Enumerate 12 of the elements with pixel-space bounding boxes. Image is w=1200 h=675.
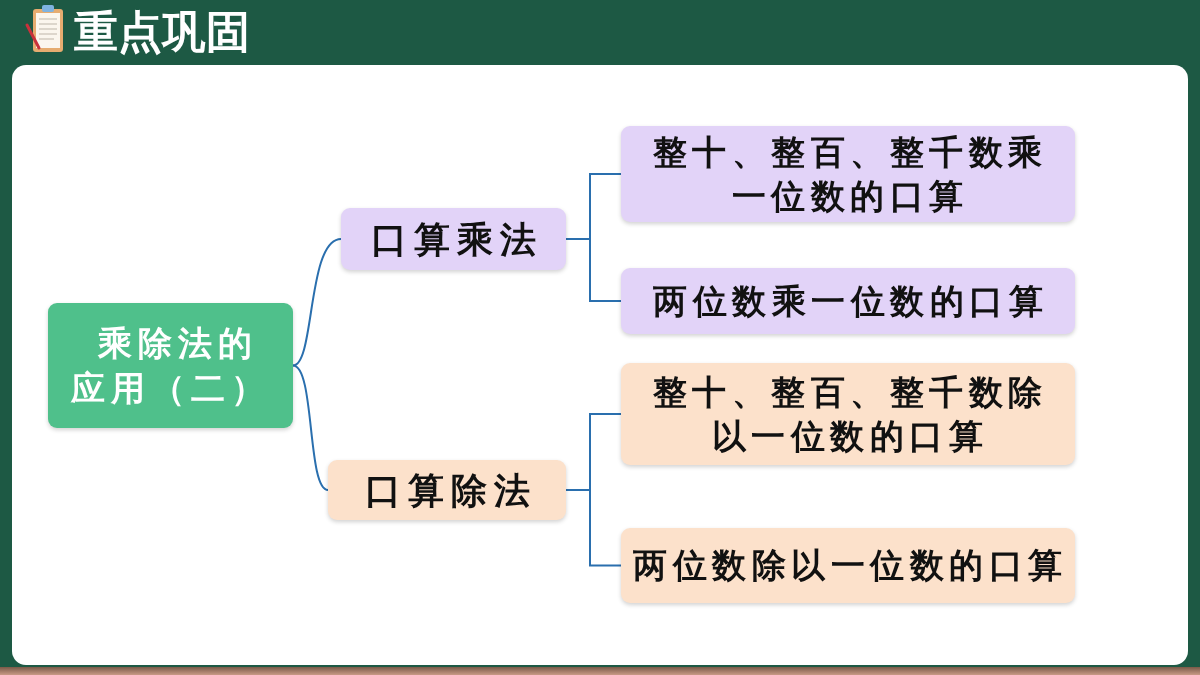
topic-box: 口算乘法 [341,208,566,270]
title: 重点巩固 [74,6,250,58]
topic-box: 两位数除以一位数的口算 [621,528,1075,603]
connector-line [565,489,622,567]
connector-line [292,238,342,367]
topic-box: 整十、整百、整千数乘一位数的口算 [621,126,1075,222]
connector-line [292,364,329,491]
connector-line [565,238,622,302]
topic-box: 两位数乘一位数的口算 [621,268,1075,334]
topic-box: 口算除法 [328,460,566,520]
topic-box: 整十、整百、整千数除以一位数的口算 [621,363,1075,465]
topic-box: 乘除法的应用（二） [48,303,293,428]
